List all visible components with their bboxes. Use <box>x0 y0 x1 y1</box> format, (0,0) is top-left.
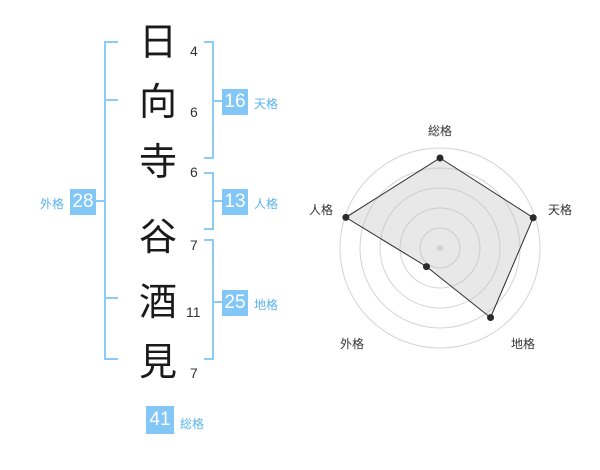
name-char-3: 寺 <box>138 140 177 184</box>
jinkaku-label: 人格 <box>254 197 279 211</box>
radar-grid-circle <box>399 207 481 289</box>
name-char-1: 日 <box>138 20 177 64</box>
radar-axis-label-jinkaku: 人格 <box>309 203 334 217</box>
stroke-count-6: 7 <box>190 365 198 381</box>
radar-point-4 <box>422 263 430 271</box>
chikaku-label: 地格 <box>254 298 279 312</box>
tenkaku-label: 天格 <box>254 97 279 111</box>
tenkaku-badge: 16 <box>222 89 248 115</box>
radar-grid-circle <box>419 227 461 269</box>
radar-point-3 <box>487 314 495 322</box>
radar-point-1 <box>436 154 444 162</box>
radar-point-2 <box>529 214 537 222</box>
radar-axis-label-soukaku: 総格 <box>428 124 453 138</box>
soukaku-label: 総格 <box>180 417 205 431</box>
radar-axis-label-chikaku: 地格 <box>511 337 536 351</box>
name-char-2: 向 <box>138 80 177 124</box>
stroke-count-3: 6 <box>190 164 198 180</box>
stroke-count-4: 7 <box>190 237 198 253</box>
radar-axis-label-gaikaku: 外格 <box>340 337 365 351</box>
radar-axis-label-tenkaku: 天格 <box>548 203 573 217</box>
radar-point-5 <box>342 213 350 221</box>
stroke-count-1: 4 <box>190 43 198 59</box>
jinkaku-badge: 13 <box>222 189 248 215</box>
chikaku-badge: 25 <box>222 290 248 316</box>
stroke-count-5: 11 <box>186 304 201 320</box>
name-char-5: 酒 <box>138 280 177 324</box>
radar-data-polygon <box>344 157 534 319</box>
name-char-4: 谷 <box>138 215 177 259</box>
radar-center-dot <box>437 245 443 251</box>
name-char-6: 見 <box>138 340 177 384</box>
stroke-count-2: 6 <box>190 104 198 120</box>
gaikaku-badge: 28 <box>70 189 96 215</box>
gaikaku-label: 外格 <box>40 197 65 211</box>
radar-grid-circle <box>379 187 501 309</box>
soukaku-badge: 41 <box>146 406 174 434</box>
